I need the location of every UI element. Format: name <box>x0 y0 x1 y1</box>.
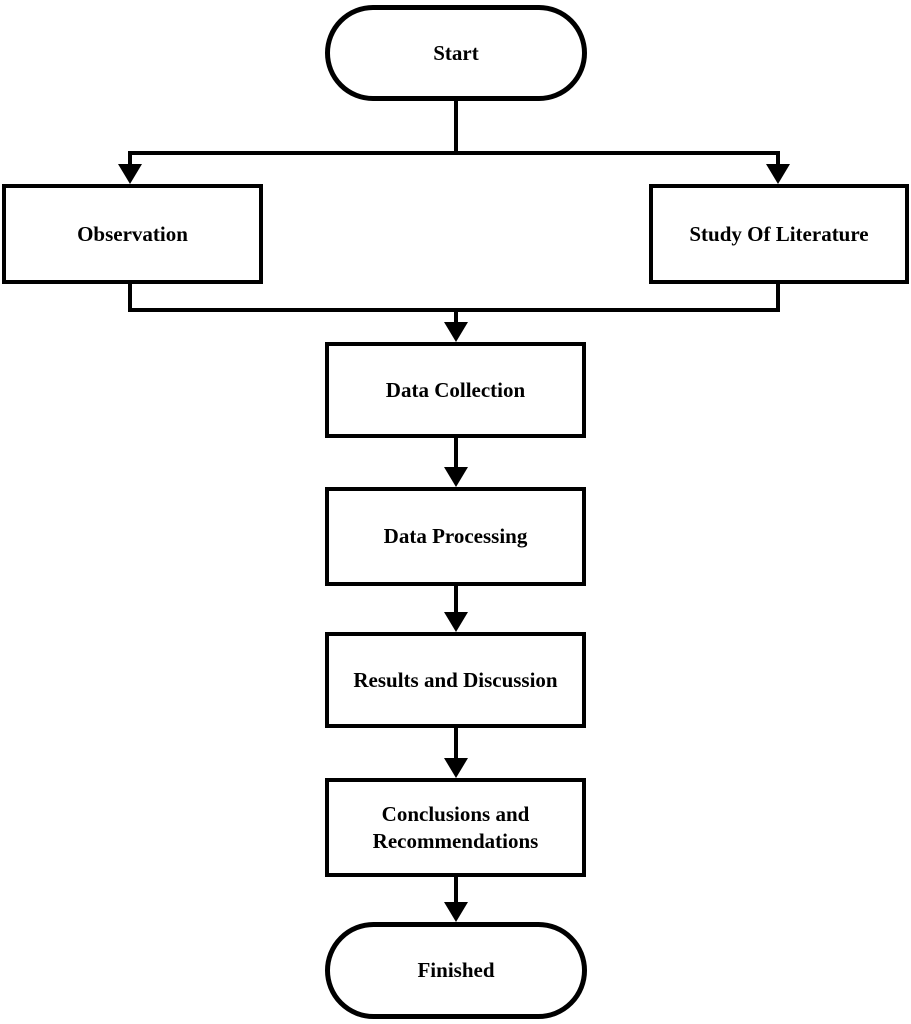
node-results-and-discussion: Results and Discussion <box>325 632 586 728</box>
node-results-and-discussion-label: Results and Discussion <box>353 667 558 692</box>
node-finished-label: Finished <box>417 958 495 983</box>
arrowhead-observation-icon <box>118 164 142 184</box>
node-observation-label: Observation <box>77 221 188 246</box>
edge-branch-to-literature <box>776 151 780 168</box>
node-study-of-literature: Study Of Literature <box>649 184 909 284</box>
edge-observation-down <box>128 284 132 312</box>
node-data-processing-label: Data Processing <box>383 524 528 549</box>
arrowhead-results-icon <box>444 612 468 632</box>
arrowhead-collection-icon <box>444 322 468 342</box>
edge-merge-to-collection <box>454 308 458 324</box>
node-data-collection: Data Collection <box>325 342 586 438</box>
node-observation: Observation <box>2 184 263 284</box>
edge-collection-processing <box>454 438 458 470</box>
node-data-collection-label: Data Collection <box>385 377 526 402</box>
arrowhead-processing-icon <box>444 467 468 487</box>
node-conclusions-and-recommendations: Conclusions and Recommendations <box>325 778 586 877</box>
node-study-of-literature-label: Study Of Literature <box>689 221 869 246</box>
arrowhead-finished-icon <box>444 902 468 922</box>
node-conclusions-and-recommendations-label: Conclusions and Recommendations <box>372 802 539 853</box>
edge-branch-to-observation <box>128 151 132 168</box>
node-start-label: Start <box>433 40 479 65</box>
edge-start-stem <box>454 100 458 153</box>
edge-processing-results <box>454 586 458 615</box>
edge-branch-horizontal <box>128 151 780 155</box>
node-start: Start <box>325 5 587 101</box>
edge-literature-down <box>776 284 780 312</box>
arrowhead-literature-icon <box>766 164 790 184</box>
node-data-processing: Data Processing <box>325 487 586 586</box>
edge-results-conclusions <box>454 728 458 761</box>
edge-conclusions-finished <box>454 877 458 905</box>
node-finished: Finished <box>325 922 587 1019</box>
arrowhead-conclusions-icon <box>444 758 468 778</box>
